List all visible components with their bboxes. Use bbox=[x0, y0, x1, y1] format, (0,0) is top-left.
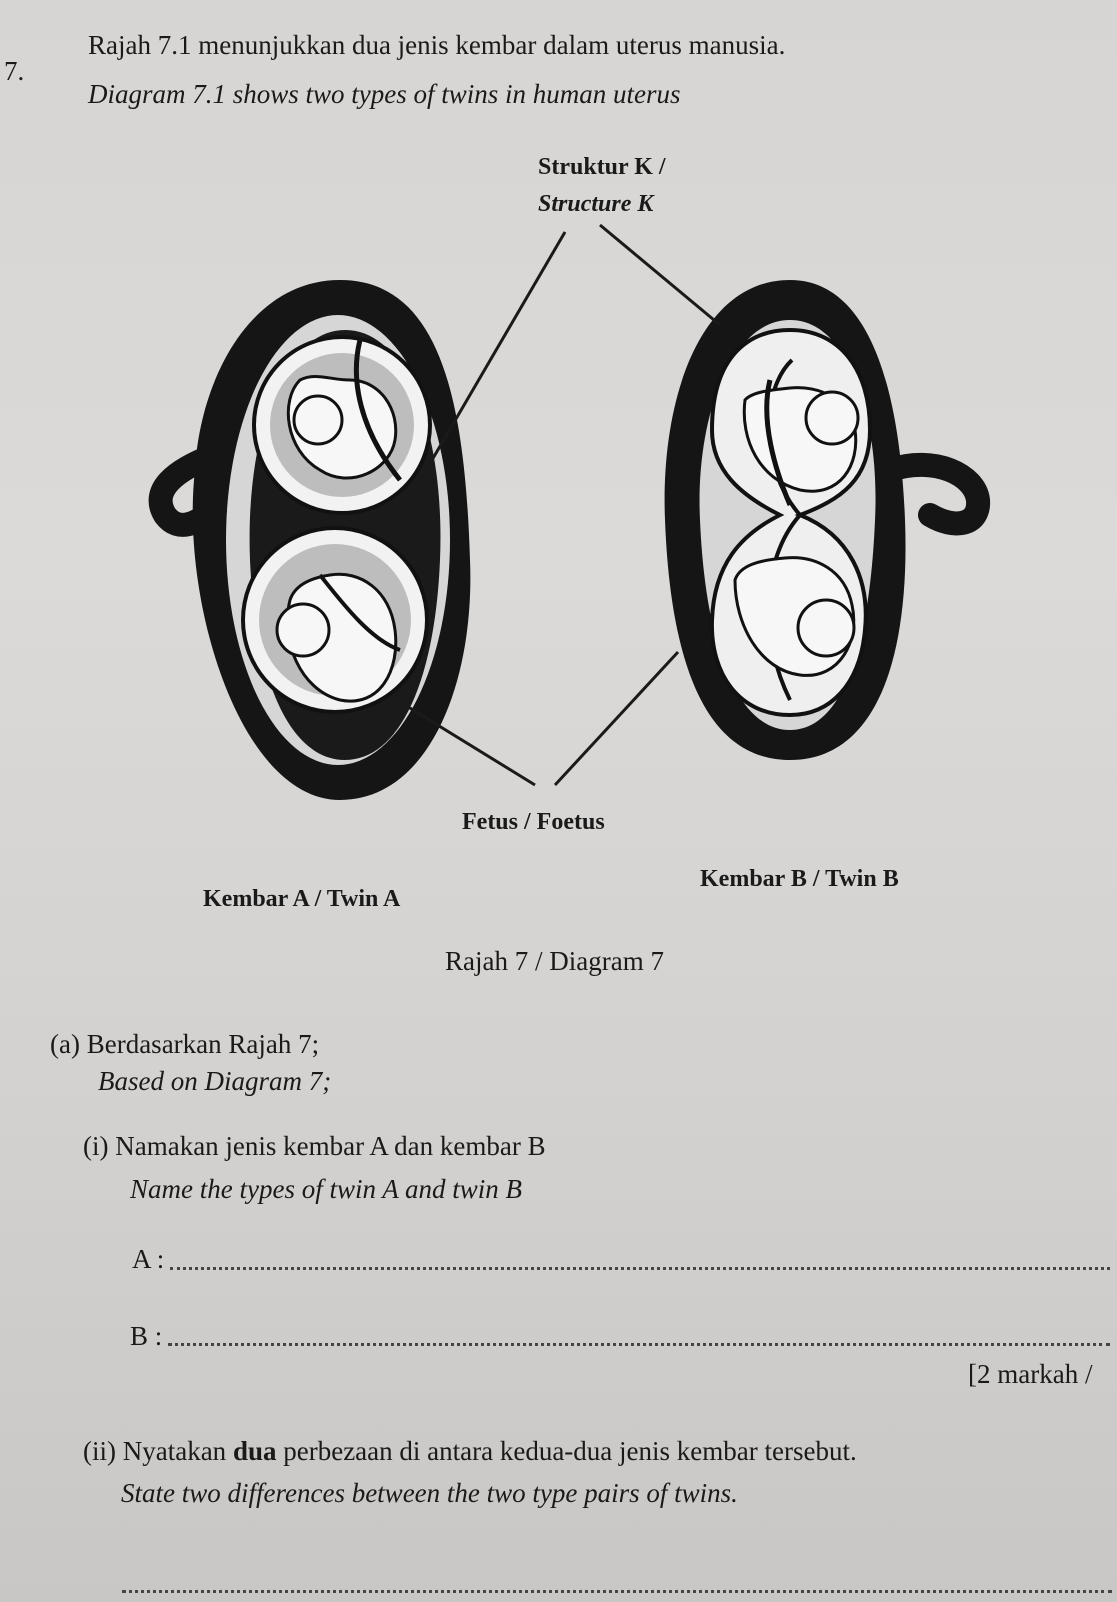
answer-ii-line-1[interactable] bbox=[122, 1590, 1112, 1593]
twin-a-uterus bbox=[148, 280, 471, 800]
marks-label: [2 markah / bbox=[968, 1359, 1093, 1389]
fetus-pointer-a bbox=[404, 703, 536, 787]
fetus-label: Fetus / Foetus bbox=[462, 809, 605, 835]
sub-ii-text-ms: (ii) Nyatakan dua perbezaan di antara ke… bbox=[83, 1436, 857, 1466]
twin-b-uterus bbox=[664, 280, 990, 760]
emphasis-dua: dua bbox=[232, 1436, 277, 1466]
structure-k-label-en: Structure K bbox=[538, 191, 654, 217]
answer-b-line[interactable] bbox=[168, 1343, 1110, 1346]
question-number: 7. bbox=[4, 56, 25, 86]
twins-diagram bbox=[148, 223, 990, 800]
answer-a-label: A : bbox=[132, 1244, 165, 1274]
structure-k-pointer-a bbox=[430, 231, 567, 461]
sub-i-text-ms: (i) Namakan jenis kembar A dan kembar B bbox=[83, 1131, 546, 1161]
part-a-label-en: Based on Diagram 7; bbox=[98, 1066, 332, 1096]
answer-a-line[interactable] bbox=[170, 1267, 1110, 1270]
question-intro-ms: Rajah 7.1 menunjukkan dua jenis kembar d… bbox=[88, 30, 786, 60]
fetus-pointer-b bbox=[553, 650, 680, 787]
part-a-label-ms: (a) Berdasarkan Rajah 7; bbox=[50, 1029, 320, 1059]
structure-k-pointer-b bbox=[599, 223, 721, 327]
diagram-caption: Rajah 7 / Diagram 7 bbox=[445, 946, 664, 976]
sub-i-text-en: Name the types of twin A and twin B bbox=[130, 1174, 522, 1204]
twin-a-label: Kembar A / Twin A bbox=[203, 886, 401, 912]
twin-b-label: Kembar B / Twin B bbox=[700, 866, 899, 892]
sub-ii-text-en: State two differences between the two ty… bbox=[121, 1478, 738, 1508]
question-intro-en: Diagram 7.1 shows two types of twins in … bbox=[88, 79, 681, 109]
answer-b-label: B : bbox=[130, 1321, 163, 1351]
structure-k-label-ms: Struktur K / bbox=[538, 154, 666, 180]
